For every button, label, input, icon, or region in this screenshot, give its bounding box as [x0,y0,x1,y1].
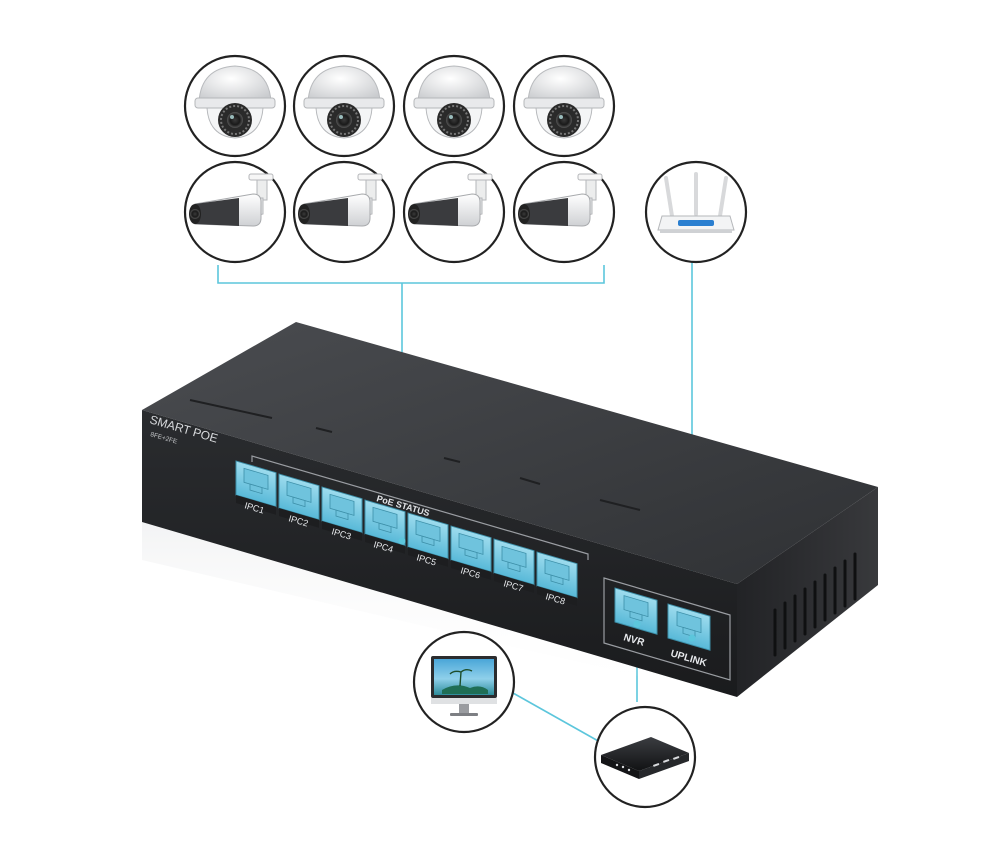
poe-port-ipc4[interactable] [364,499,406,554]
bullet-camera-icon [402,160,506,264]
dome-camera-icon [292,54,396,158]
dome-camera-icon [402,54,506,158]
poe-port-ipc1[interactable] [235,460,277,515]
poe-port-labels: IPC1 IPC2 IPC3 IPC4 IPC5 IPC6 IPC7 IPC8 [243,500,566,606]
monitor-to-recorder-line [512,692,601,743]
bullet-camera-icon [512,160,616,264]
dome-camera-icon [183,54,287,158]
uplink-panel-frame [603,577,731,681]
switch-top-markings [189,399,641,511]
dome-cameras [183,54,616,158]
switch-top-face [142,322,878,584]
poe-port-ipc5[interactable] [407,512,449,567]
bullet-cameras [183,160,616,264]
connector-dots [398,537,696,642]
poe-status-bracket [251,455,589,560]
poe-switch: SMART POE 8FE+2FE PoE STATUS [142,322,878,697]
bullet-camera-icon [292,160,396,264]
dome-camera-icon [512,54,616,158]
poe-port-ipc8[interactable] [536,551,578,606]
nvr-recorder-icon [593,705,697,809]
nvr-port[interactable] [614,587,658,635]
switch-side-face [737,487,878,697]
poe-port-ipc3[interactable] [321,486,363,541]
switch-vents [773,552,857,657]
poe-port-ipc6[interactable] [450,525,492,580]
camera-bus-line [217,265,605,284]
poe-port-group [235,460,578,606]
router-icon [644,160,748,264]
bullet-camera-icon [183,160,287,264]
poe-port-ipc7[interactable] [493,538,535,593]
monitor-icon [412,630,516,734]
poe-port-ipc2[interactable] [278,473,320,528]
